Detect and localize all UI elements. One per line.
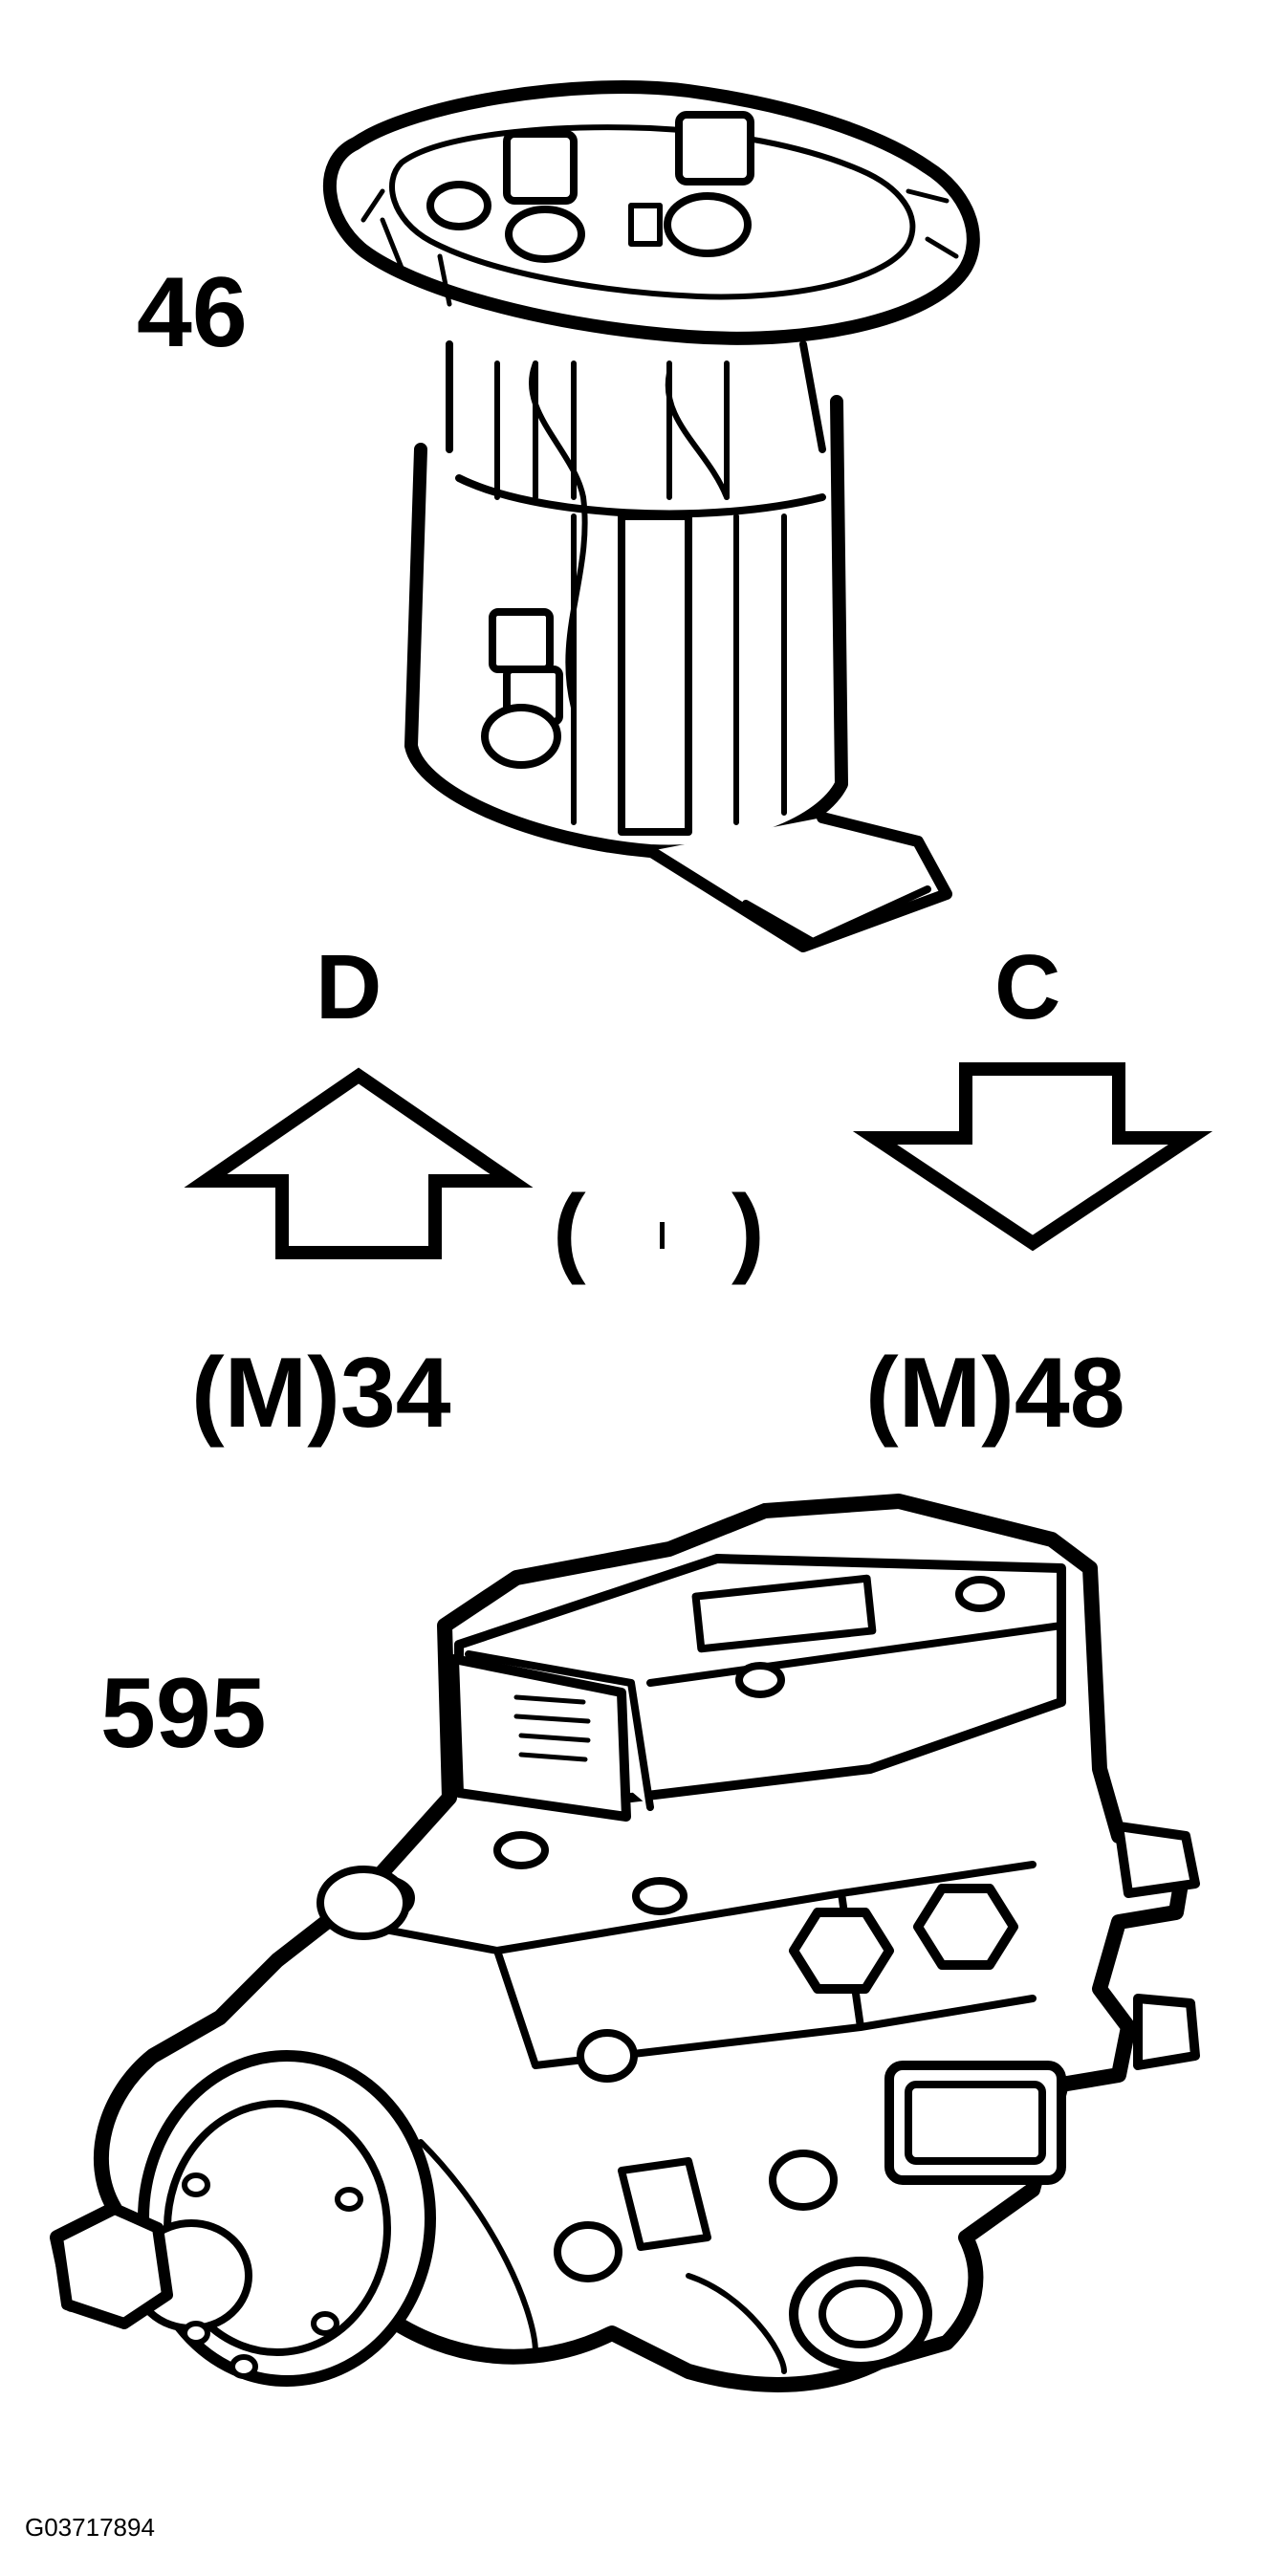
arrow-d-letter: D — [316, 936, 382, 1038]
fuel-pump-module-number: 46 — [137, 257, 248, 368]
injection-pump-number: 595 — [100, 1658, 267, 1769]
figure-code: G03717894 — [25, 2513, 155, 2542]
paren-close: ) — [731, 1175, 765, 1286]
arrow-c-letter: C — [994, 936, 1061, 1038]
right-value-label: (M)48 — [865, 1338, 1125, 1449]
paren-open: ( — [553, 1175, 586, 1286]
left-value-label: (M)34 — [191, 1338, 451, 1449]
